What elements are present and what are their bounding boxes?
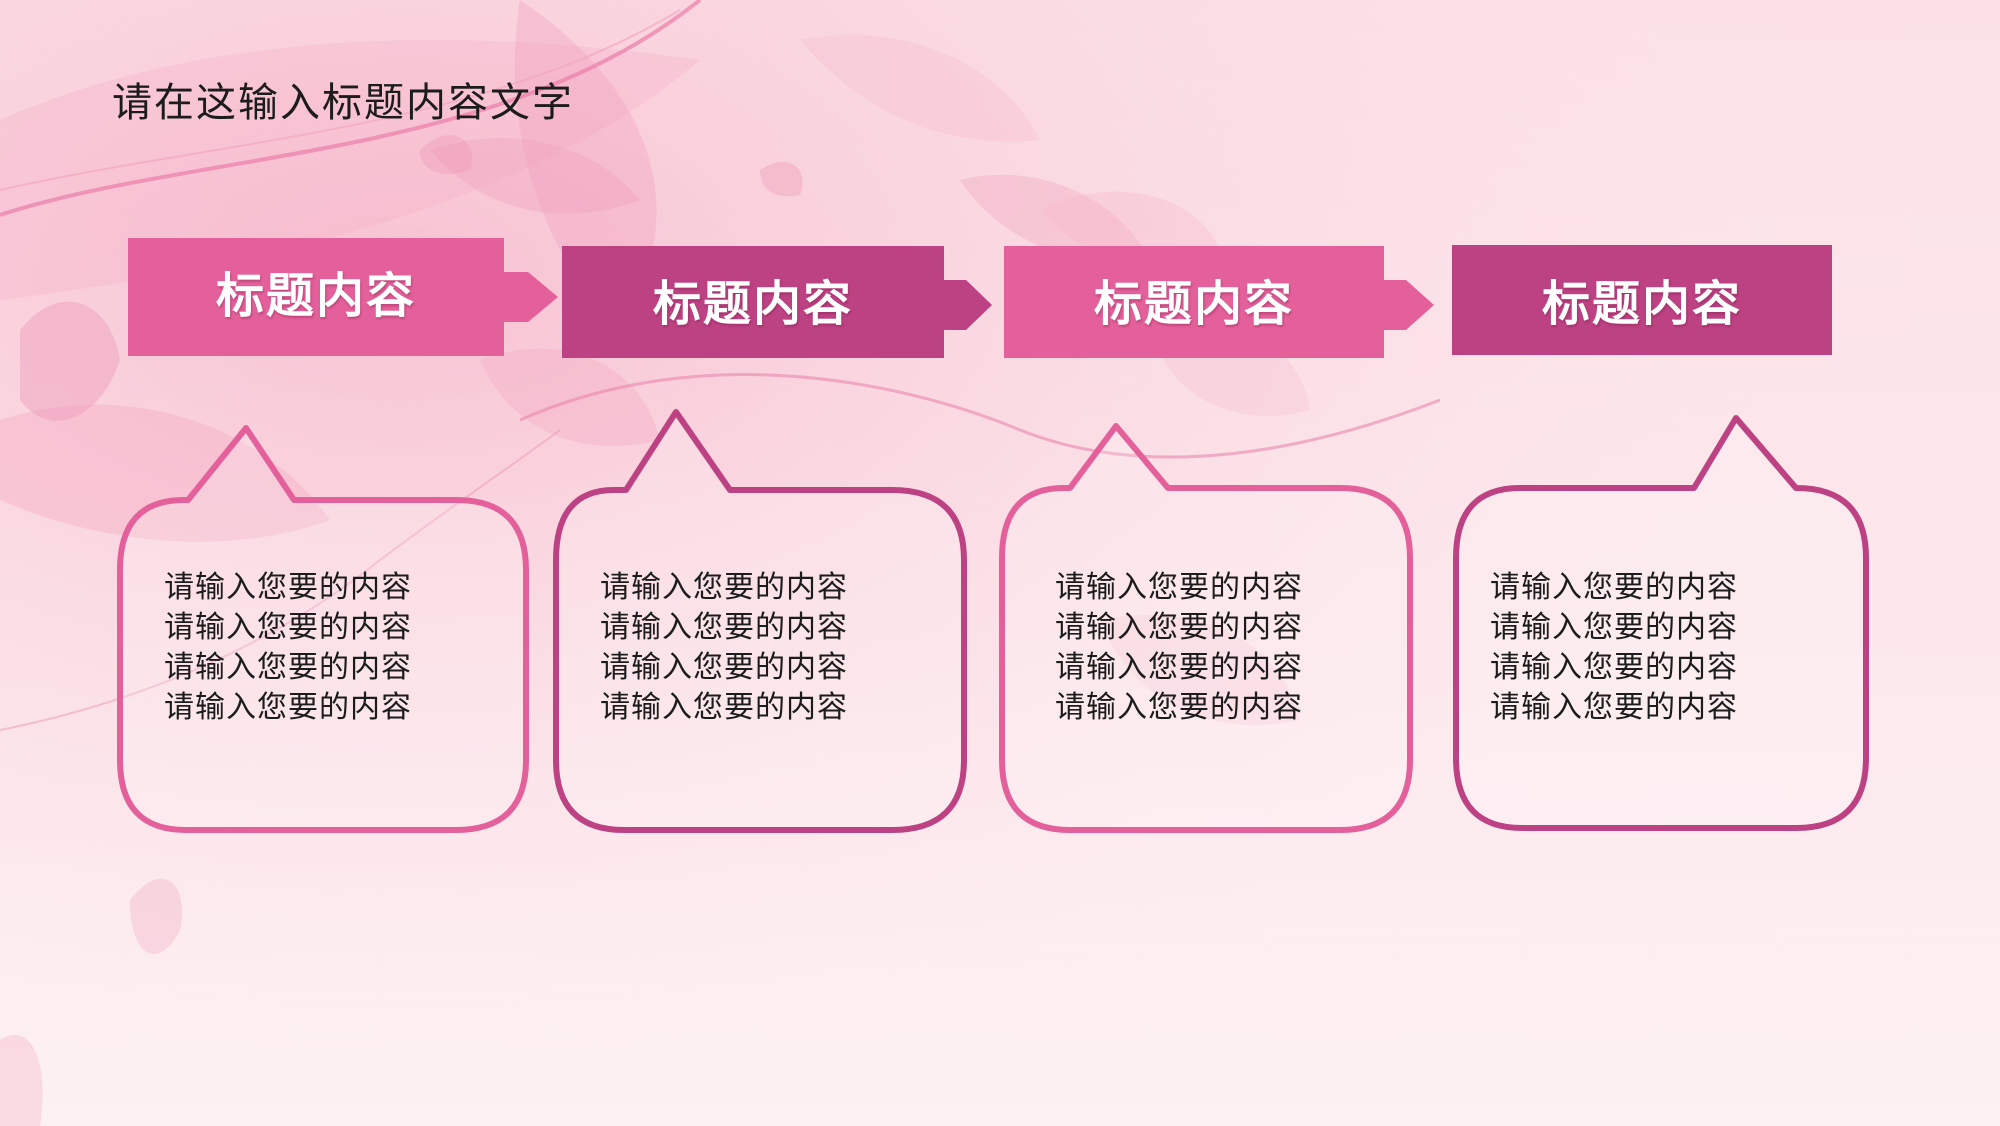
leaf-shape xyxy=(1100,614,1300,726)
page-title: 请在这输入标题内容文字 xyxy=(112,80,574,126)
leaf-shape xyxy=(430,138,640,214)
callout-line: 请输入您要的内容 xyxy=(600,650,848,685)
leaf-shape xyxy=(800,34,1040,142)
header-arrow-2 xyxy=(562,246,992,358)
leaf-shape xyxy=(130,878,182,954)
leaf-shape xyxy=(420,135,472,174)
callout-line: 请输入您要的内容 xyxy=(164,570,412,605)
decorative-curve xyxy=(519,373,1441,459)
callout-line: 请输入您要的内容 xyxy=(600,610,848,645)
callout-line: 请输入您要的内容 xyxy=(1490,650,1738,685)
callout-text-4: 请输入您要的内容 请输入您要的内容 请输入您要的内容 请输入您要的内容 xyxy=(1490,568,1738,728)
step-header-2: 标题内容 xyxy=(652,276,853,332)
callout-line: 请输入您要的内容 xyxy=(600,690,848,725)
header-arrow-3 xyxy=(1004,246,1434,358)
callout-bubble-3 xyxy=(999,423,1413,833)
step-header-3: 标题内容 xyxy=(1093,276,1294,332)
leaf-shape xyxy=(20,301,120,421)
callout-text-2: 请输入您要的内容 请输入您要的内容 请输入您要的内容 请输入您要的内容 xyxy=(600,568,848,728)
leaf-shape xyxy=(960,174,1150,262)
callout-bubble-1 xyxy=(117,425,529,833)
header-box-4 xyxy=(1452,245,1832,355)
callout-line: 请输入您要的内容 xyxy=(1490,690,1738,725)
callout-text-1: 请输入您要的内容 请输入您要的内容 请输入您要的内容 请输入您要的内容 xyxy=(164,568,412,728)
callout-text-3: 请输入您要的内容 请输入您要的内容 请输入您要的内容 请输入您要的内容 xyxy=(1055,568,1303,728)
leaf-shape xyxy=(0,1034,43,1126)
callout-line: 请输入您要的内容 xyxy=(1055,690,1303,725)
leaf-shape xyxy=(1040,191,1220,265)
callout-line: 请输入您要的内容 xyxy=(164,650,412,685)
callout-line: 请输入您要的内容 xyxy=(164,610,412,645)
callout-line: 请输入您要的内容 xyxy=(1055,650,1303,685)
step-header-1: 标题内容 xyxy=(215,268,416,324)
callout-line: 请输入您要的内容 xyxy=(600,570,848,605)
leaf-shape xyxy=(480,348,660,447)
callout-line: 请输入您要的内容 xyxy=(1490,570,1738,605)
decorative-curve xyxy=(0,429,561,731)
callout-line: 请输入您要的内容 xyxy=(1055,570,1303,605)
leaf-shape xyxy=(0,404,330,542)
decorative-curve xyxy=(0,9,681,191)
callout-line: 请输入您要的内容 xyxy=(1055,610,1303,645)
step-header-4: 标题内容 xyxy=(1541,276,1742,332)
leaf-shape xyxy=(760,161,803,197)
callout-line: 请输入您要的内容 xyxy=(1490,610,1738,645)
leaf-shape xyxy=(0,40,700,300)
callout-bubble-4 xyxy=(1453,415,1869,831)
callout-bubble-2 xyxy=(553,409,967,833)
decorative-curve xyxy=(0,0,702,217)
callout-line: 请输入您要的内容 xyxy=(164,690,412,725)
header-arrow-1 xyxy=(128,238,558,356)
